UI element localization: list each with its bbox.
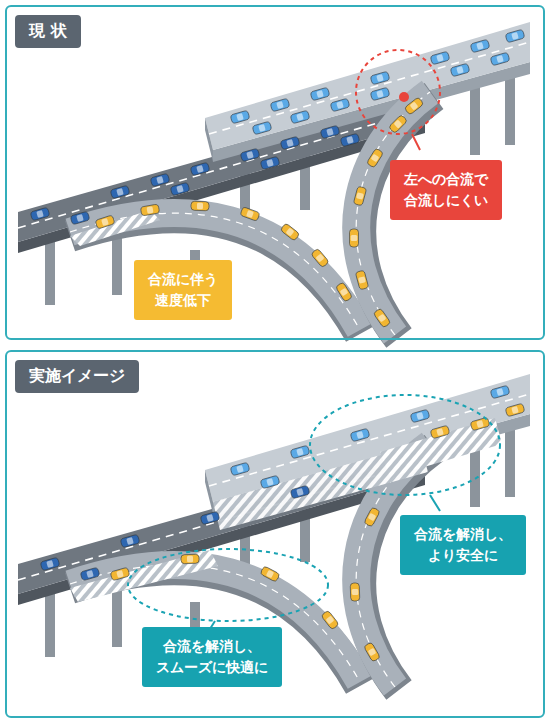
callout-text: 合流を解消し、 スムーズに快適に: [156, 636, 268, 678]
callout-box: 左への合流で 合流しにくい: [390, 160, 502, 220]
callout-text: 左への合流で 合流しにくい: [404, 169, 488, 211]
panel-frame: 現 状左への合流で 合流しにくい合流に伴う 速度低下: [5, 5, 545, 340]
panel-tab: 実施イメージ: [15, 360, 139, 393]
callout-box: 合流に伴う 速度低下: [134, 260, 232, 320]
callout-box: 合流を解消し、 スムーズに快適に: [142, 627, 282, 687]
callout-text: 合流を解消し、 より安全に: [414, 524, 512, 566]
callout-text: 合流に伴う 速度低下: [148, 269, 218, 311]
panel-tab: 現 状: [15, 15, 81, 48]
panel-frame: 実施イメージ合流を解消し、 より安全に合流を解消し、 スムーズに快適に: [5, 350, 545, 718]
callout-box: 合流を解消し、 より安全に: [400, 515, 526, 575]
